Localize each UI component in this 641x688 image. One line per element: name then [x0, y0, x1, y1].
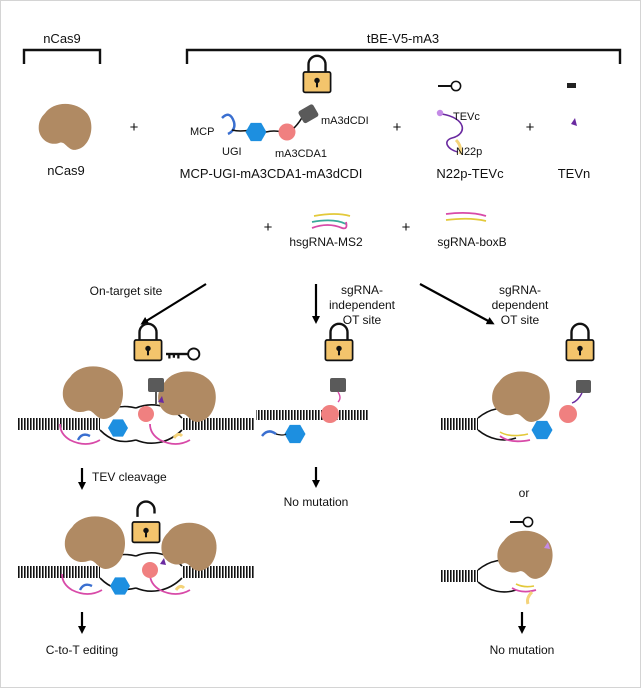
- dna-strand-left: [440, 570, 478, 582]
- sgrna-independent-line-1: sgRNA-: [341, 283, 383, 297]
- lock-closed-icon: [133, 322, 163, 362]
- or-label: or: [519, 486, 530, 500]
- arrow-on-target: [140, 283, 207, 325]
- dcdi-domain-icon: [330, 378, 346, 392]
- tbe-bracket-label: tBE-V5-mA3: [367, 31, 439, 46]
- editor-component: MCP UGI mA3CDA1 mA3dCDI MCP-UGI-mA3CDA1-…: [180, 54, 369, 181]
- plus-sign-3: +: [526, 119, 535, 136]
- sgrna-boxb-label: sgRNA-boxB: [437, 235, 506, 249]
- cda1-domain-icon: [142, 562, 158, 578]
- cas9-protein-icon: [64, 516, 125, 569]
- dna-strand-left: [440, 418, 478, 430]
- key-icon: [165, 347, 201, 361]
- ugi-hexagon-icon: [245, 122, 267, 142]
- plus-sign-5: +: [402, 219, 411, 236]
- tevn-icon: [160, 558, 166, 565]
- ncas9-component: nCas9: [38, 103, 92, 178]
- n22p-label: N22p: [456, 146, 482, 158]
- lock-open-icon: [131, 500, 161, 544]
- editor-component-label: MCP-UGI-mA3CDA1-mA3dCDI: [180, 166, 363, 181]
- mcp-label: MCP: [190, 126, 214, 138]
- lock-closed-icon: [302, 54, 332, 94]
- sgrna-dependent-line-3: OT site: [501, 313, 540, 327]
- cda1-domain-icon: [278, 123, 296, 141]
- ugi-label: UGI: [222, 146, 242, 158]
- dna-strand-left: [18, 566, 100, 578]
- cda1-domain-icon: [321, 405, 339, 423]
- sgrna-dependent-line-2: dependent: [492, 298, 549, 312]
- key-teeth-icon: [567, 83, 576, 88]
- cda1-domain-icon: [138, 406, 154, 422]
- cda1-domain-icon: [559, 405, 577, 423]
- tevc-dot-icon: [436, 109, 444, 117]
- lock-closed-icon: [565, 322, 595, 362]
- dcdi-domain-icon: [298, 104, 319, 124]
- n22p-icon: [174, 584, 186, 591]
- n22p-icon: [172, 432, 184, 439]
- sgrna-dependent-complex: [440, 322, 595, 443]
- n22p-tevc-component-label: N22p-TEVc: [436, 166, 504, 181]
- plus-sign-1: +: [130, 119, 139, 136]
- sgrna-independent-line-2: independent: [329, 298, 396, 312]
- cas9-protein-icon: [492, 371, 550, 422]
- dependent-no-lock-complex: [440, 516, 553, 605]
- plus-sign-4: +: [264, 219, 273, 236]
- n22p-icon: [526, 590, 534, 605]
- tevn-icon: [571, 118, 577, 126]
- dna-strand: [256, 410, 368, 420]
- hsgrna-ms2: hsgRNA-MS2: [289, 213, 363, 249]
- tevn-component: TEVn: [558, 83, 591, 181]
- ugi-hexagon-icon: [531, 420, 553, 440]
- ma3dcdi-label: mA3dCDI: [321, 115, 369, 127]
- ncas9-bracket: nCas9: [22, 31, 102, 64]
- mcp-loop-icon: [78, 583, 93, 591]
- edited-complex: [18, 500, 254, 595]
- on-target-label: On-target site: [90, 284, 163, 298]
- c-to-t-editing-label: C-to-T editing: [46, 643, 118, 657]
- tevc-dot-icon: [544, 542, 550, 549]
- ugi-hexagon-icon: [284, 424, 306, 444]
- tev-cleavage-label: TEV cleavage: [92, 470, 167, 484]
- sgrna-dependent-line-1: sgRNA-: [499, 283, 541, 297]
- mcp-loop-icon: [221, 113, 236, 136]
- sgrna-boxb: sgRNA-boxB: [437, 211, 507, 249]
- n22p-icon: [454, 138, 462, 155]
- plus-sign-2: +: [393, 119, 402, 136]
- cas9-protein-icon: [158, 371, 216, 422]
- hsgrna-label: hsgRNA-MS2: [289, 235, 363, 249]
- lock-closed-icon: [324, 322, 354, 362]
- arrow-sgrna-dependent: [419, 283, 495, 325]
- tevn-component-label: TEVn: [558, 166, 591, 181]
- mcp-loop-icon: [261, 430, 277, 437]
- tevn-icon: [158, 396, 164, 403]
- ncas9-bracket-label: nCas9: [43, 31, 81, 46]
- cas9-protein-icon: [62, 366, 123, 419]
- on-target-complex: [18, 322, 254, 445]
- no-mutation-label-right: No mutation: [490, 643, 555, 657]
- tbe-bracket: tBE-V5-mA3: [185, 31, 622, 64]
- dcdi-domain-icon: [576, 380, 591, 393]
- sgrna-independent-complex: [256, 322, 368, 444]
- no-mutation-label-center: No mutation: [284, 495, 349, 509]
- ncas9-component-label: nCas9: [47, 163, 85, 178]
- sgrna-independent-line-3: OT site: [343, 313, 382, 327]
- tevc-key-icon: [437, 80, 462, 92]
- cas9-protein-icon: [497, 530, 553, 579]
- ugi-hexagon-icon: [110, 577, 130, 595]
- cas9-protein-icon: [161, 522, 217, 571]
- dcdi-domain-icon: [148, 378, 164, 392]
- tevc-key-icon: [509, 516, 534, 528]
- ugi-hexagon-icon: [108, 419, 128, 437]
- ma3cda1-label: mA3CDA1: [275, 148, 327, 160]
- n22p-tevc-component: TEVc N22p N22p-TEVc: [436, 80, 504, 181]
- cas9-protein-icon: [38, 103, 92, 150]
- dna-strand-left: [18, 418, 100, 430]
- tevc-label: TEVc: [453, 111, 480, 123]
- mcp-loop-icon: [76, 433, 91, 441]
